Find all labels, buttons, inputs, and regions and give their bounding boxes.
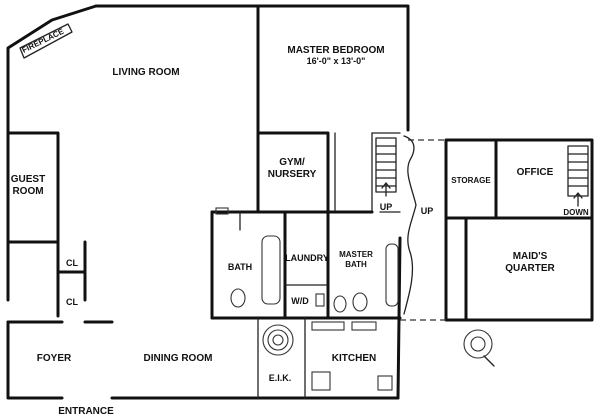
stair-bracket	[403, 135, 417, 315]
kitchen-label: KITCHEN	[332, 353, 376, 364]
maids-quarter-label-line2: QUARTER	[505, 263, 555, 274]
gym-nursery-label-line1: GYM/	[279, 157, 305, 168]
bath-label: BATH	[228, 262, 252, 272]
eik-label: E.I.K.	[269, 373, 292, 383]
master-bath-label-line2: BATH	[345, 260, 367, 269]
wd-label: W/D	[291, 296, 309, 306]
stairs-up-small-label: UP	[380, 202, 393, 212]
stairs-up-small[interactable]	[375, 137, 397, 197]
annex-walls	[400, 138, 594, 322]
master-bedroom-label: MASTER BEDROOM	[287, 45, 384, 56]
guest-room-label-line1: GUEST	[11, 174, 45, 185]
closet-label-1: CL	[66, 258, 78, 268]
fixtures	[19, 23, 495, 391]
closet-label-2: CL	[66, 297, 78, 307]
living-room-label: LIVING ROOM	[112, 67, 179, 78]
master-bedroom-dims: 16'-0" x 13'-0"	[307, 56, 366, 66]
interior-walls	[6, 131, 402, 399]
stairs-down[interactable]	[567, 145, 589, 207]
stairs-down-label: DOWN	[563, 208, 589, 217]
master-bath-label-line1: MASTER	[339, 250, 373, 259]
foyer-label: FOYER	[37, 353, 72, 364]
dining-room-label: DINING ROOM	[144, 353, 213, 364]
room-labels: FIREPLACE LIVING ROOM MASTER BEDROOM 16'…	[11, 26, 589, 417]
laundry-label: LAUNDRY	[285, 253, 329, 263]
entrance-label: ENTRANCE	[58, 406, 114, 417]
storage-label: STORAGE	[451, 176, 491, 185]
stairs-up-large-label: UP	[421, 206, 434, 216]
gym-nursery-label-line2: NURSERY	[268, 169, 317, 180]
office-label: OFFICE	[517, 167, 554, 178]
maids-quarter-label-line1: MAID'S	[513, 251, 548, 262]
guest-room-label-line2: ROOM	[12, 186, 43, 197]
fireplace-label: FIREPLACE	[21, 26, 66, 54]
